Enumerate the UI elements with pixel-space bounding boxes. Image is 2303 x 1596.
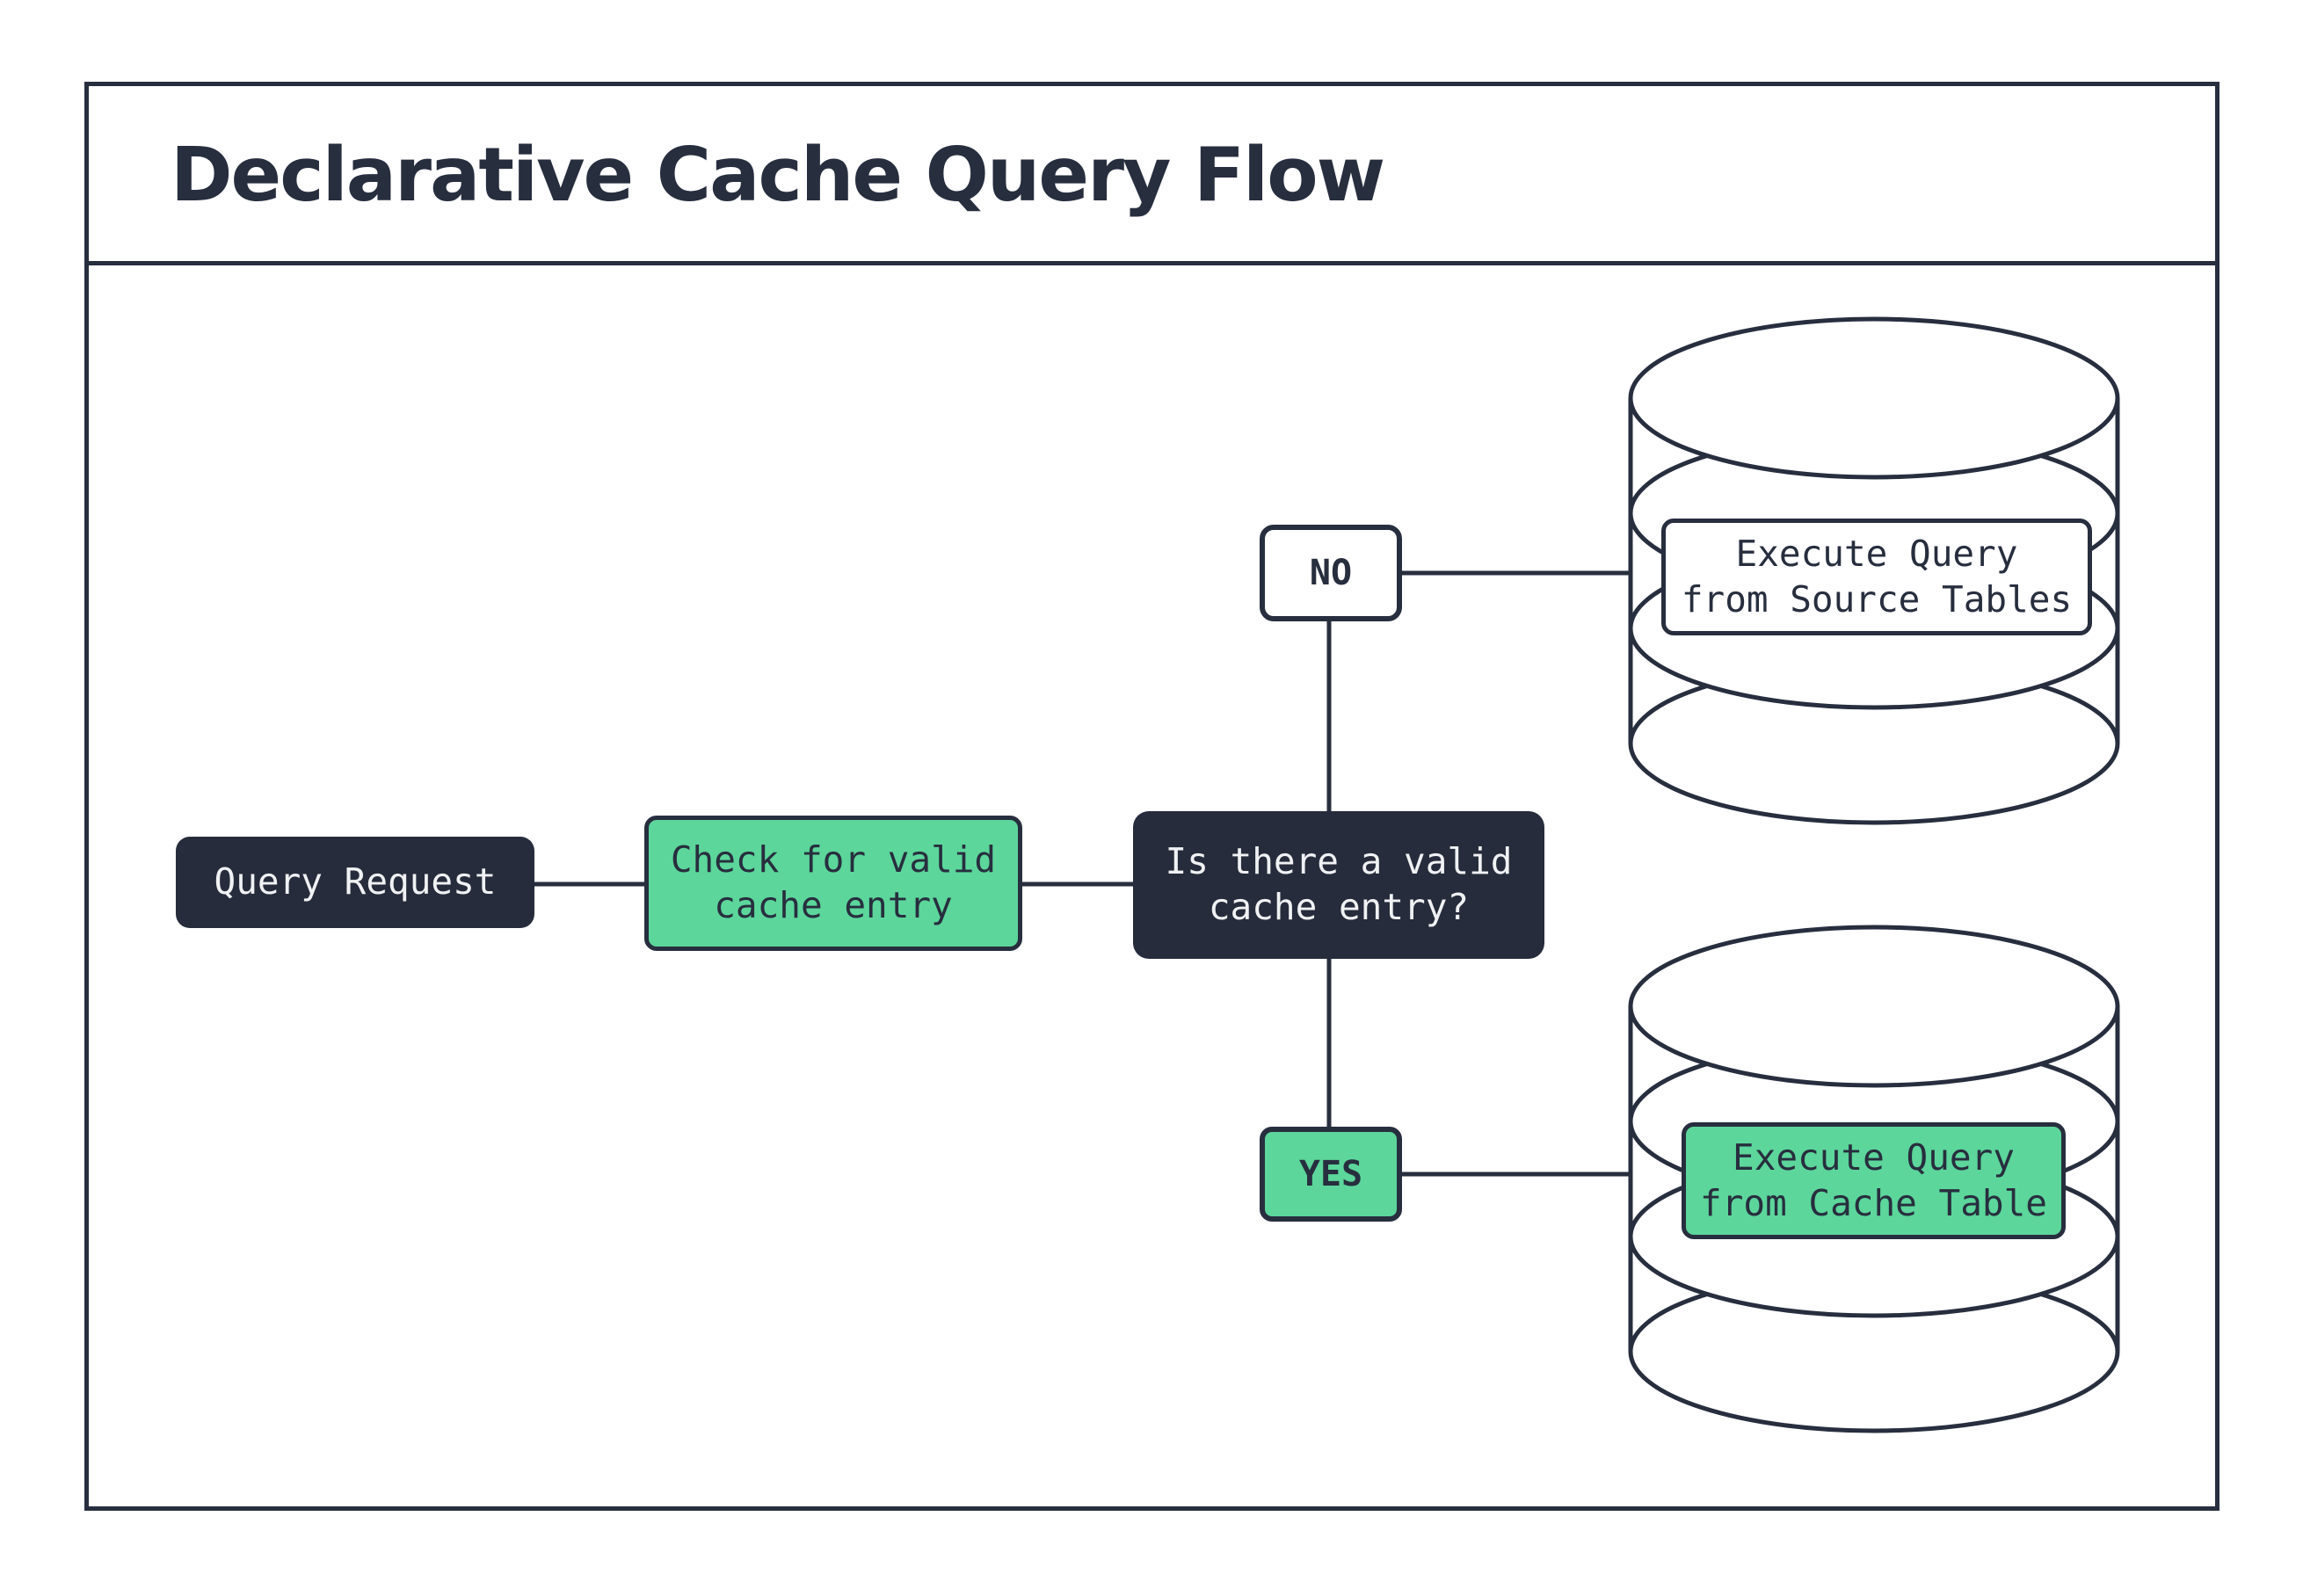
node-execute-cache-table: Execute Query from Cache Table [1682,1122,2066,1239]
node-execute-source-label: Execute Query from Source Tables [1681,532,2073,620]
node-decision-valid-cache: Is there a valid cache entry? [1133,811,1544,959]
node-query-request: Query Request [176,837,534,928]
node-check-cache-label: Check for valid cache entry [670,838,997,926]
node-query-request-label: Query Request [214,860,497,903]
node-check-cache: Check for valid cache entry [644,816,1022,951]
node-execute-source-tables: Execute Query from Source Tables [1661,519,2092,635]
branch-yes-label: YES [1298,1154,1363,1194]
node-decision-label: Is there a valid cache entry? [1165,840,1513,928]
diagram-frame: Declarative Cache Query Flow [84,82,2219,1511]
branch-no-label: NO [1309,553,1353,593]
branch-no: NO [1260,525,1402,621]
page-title: Declarative Cache Query Flow [171,132,1385,219]
title-band: Declarative Cache Query Flow [89,86,2215,265]
node-execute-cache-label: Execute Query from Cache Table [1700,1135,2047,1224]
branch-yes: YES [1260,1127,1402,1222]
